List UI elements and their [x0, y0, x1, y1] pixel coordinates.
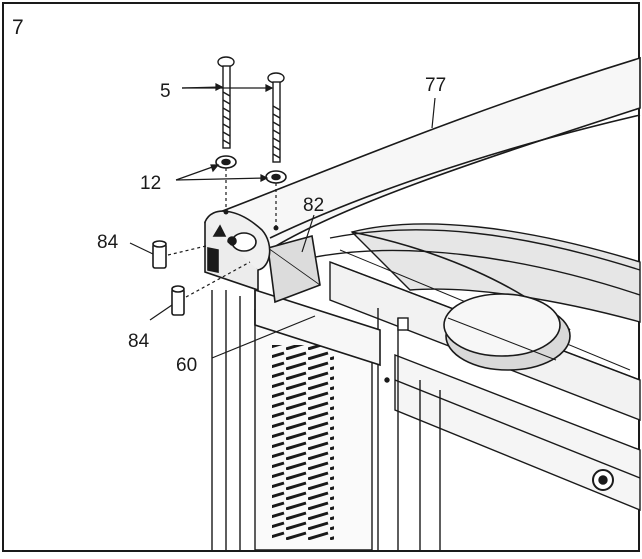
leader-lines — [129, 83, 436, 359]
screw-right — [267, 72, 285, 163]
washer-right — [265, 170, 287, 184]
motor-vent-grille — [272, 345, 334, 540]
pin-lower — [171, 285, 185, 316]
washer-left — [215, 155, 237, 169]
console-pod-top — [443, 293, 561, 357]
right-post-2 — [419, 380, 441, 550]
bracket-side — [204, 222, 259, 292]
handrail-edge — [269, 114, 641, 239]
left-upright — [211, 290, 241, 550]
pins — [152, 240, 185, 316]
washers — [215, 155, 287, 184]
deck-shadow — [350, 223, 641, 323]
lower-beam — [394, 353, 641, 512]
callout-84-upper: 84 — [97, 232, 119, 253]
handrail-top — [210, 56, 641, 253]
screws — [217, 56, 285, 163]
callout-82: 82 — [303, 195, 324, 216]
screw-left — [217, 56, 235, 149]
callout-5: 5 — [160, 81, 171, 102]
callout-60: 60 — [176, 355, 197, 376]
callout-84-lower: 84 — [128, 331, 150, 352]
deck-surface — [329, 229, 641, 271]
bracket-end — [204, 210, 271, 292]
callout-12: 12 — [140, 173, 161, 194]
step-number: 7 — [12, 16, 24, 39]
lower-beam-edge — [394, 379, 641, 479]
alignment-lines — [167, 168, 277, 298]
clip — [397, 317, 409, 331]
callout-77: 77 — [425, 75, 446, 96]
pin-upper — [152, 240, 167, 269]
console-pod — [443, 293, 571, 371]
bracket-arrow — [212, 224, 227, 237]
rail-end-cap — [267, 234, 321, 304]
